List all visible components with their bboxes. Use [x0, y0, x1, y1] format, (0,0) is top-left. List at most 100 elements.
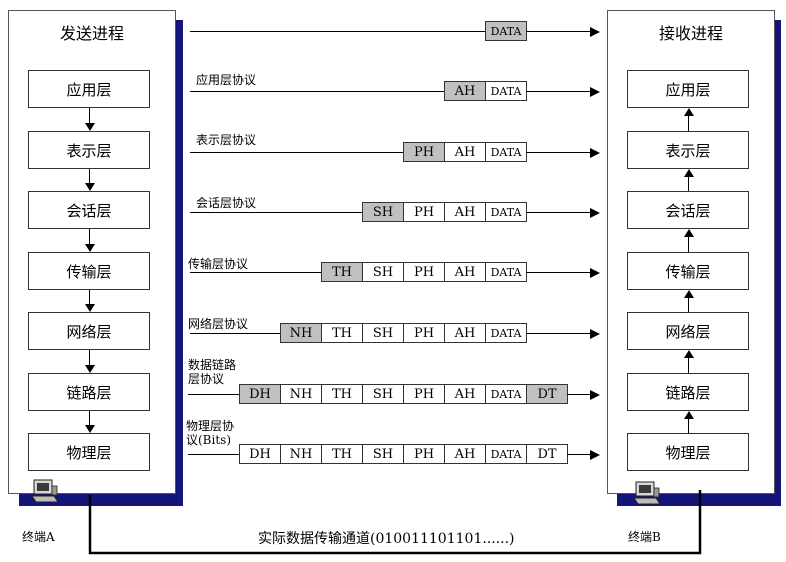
- arrow-right-icon: [590, 27, 600, 37]
- arrow-up-icon: [684, 290, 694, 298]
- header-cell-dt: DT: [526, 384, 568, 404]
- header-cell-data: DATA: [485, 323, 527, 343]
- protocol-line: [190, 91, 444, 92]
- receiver-layer-connector: [688, 115, 689, 131]
- protocol-label: 应用层协议: [196, 73, 257, 87]
- protocol-line: [526, 333, 592, 334]
- sender-layer-6: 物理层: [28, 433, 150, 471]
- arrow-right-icon: [590, 450, 600, 460]
- header-cell-sh: SH: [362, 384, 404, 404]
- protocol-line: [567, 394, 592, 395]
- receiver-layer-connector: [688, 297, 689, 312]
- header-cell-data: DATA: [485, 444, 527, 464]
- arrow-down-icon: [85, 244, 95, 252]
- protocol-line: [190, 212, 362, 213]
- header-cell-ph: PH: [403, 323, 445, 343]
- receiver-layer-2: 会话层: [627, 191, 749, 229]
- header-cell-dt: DT: [526, 444, 568, 464]
- receiver-layer-connector: [688, 357, 689, 373]
- arrow-up-icon: [684, 229, 694, 237]
- arrow-right-icon: [590, 148, 600, 158]
- arrow-right-icon: [590, 268, 600, 278]
- sender-layer-connector: [89, 350, 90, 366]
- arrow-down-icon: [85, 425, 95, 433]
- protocol-line: [190, 333, 280, 334]
- header-cell-data: DATA: [485, 142, 527, 162]
- sender-layer-5: 链路层: [28, 373, 150, 411]
- sender-layer-connector: [89, 411, 90, 426]
- sender-layer-0: 应用层: [28, 70, 150, 108]
- header-cell-ah: AH: [444, 384, 486, 404]
- computer-icon: [633, 481, 661, 505]
- header-cell-ph: PH: [403, 142, 445, 162]
- header-cell-data: DATA: [485, 81, 527, 101]
- protocol-label: 会话层协议: [196, 196, 257, 210]
- header-cell-sh: SH: [362, 323, 404, 343]
- header-cell-data: DATA: [485, 202, 527, 222]
- arrow-up-icon: [684, 108, 694, 116]
- protocol-label: 表示层协议: [196, 133, 257, 147]
- protocol-line: [567, 454, 592, 455]
- header-cell-nh: NH: [280, 323, 322, 343]
- receiver-layer-0: 应用层: [627, 70, 749, 108]
- sender-layer-1: 表示层: [28, 131, 150, 169]
- header-cell-ah: AH: [444, 202, 486, 222]
- arrow-up-icon: [684, 350, 694, 358]
- header-cell-data: DATA: [485, 384, 527, 404]
- protocol-line: [190, 31, 485, 32]
- header-cell-nh: NH: [280, 444, 322, 464]
- header-cell-ah: AH: [444, 81, 486, 101]
- protocol-line: [526, 152, 592, 153]
- receiver-title: 接收进程: [658, 24, 723, 43]
- header-cell-ah: AH: [444, 323, 486, 343]
- header-cell-ah: AH: [444, 142, 486, 162]
- protocol-line: [526, 272, 592, 273]
- header-cell-dh: DH: [239, 384, 281, 404]
- header-cell-data: DATA: [485, 262, 527, 282]
- header-cell-ph: PH: [403, 202, 445, 222]
- receiver-layer-6: 物理层: [627, 433, 749, 471]
- arrow-up-icon: [684, 411, 694, 419]
- protocol-label: 网络层协议: [188, 317, 249, 331]
- receiver-layer-5: 链路层: [627, 373, 749, 411]
- header-cell-data: DATA: [485, 21, 527, 41]
- protocol-label: 数据链路 层协议: [188, 358, 237, 386]
- protocol-line: [190, 152, 403, 153]
- header-cell-th: TH: [321, 444, 363, 464]
- arrow-right-icon: [590, 208, 600, 218]
- receiver-layer-3: 传输层: [627, 252, 749, 290]
- arrow-right-icon: [590, 329, 600, 339]
- receiver-layer-connector: [688, 236, 689, 252]
- receiver-layer-1: 表示层: [627, 131, 749, 169]
- receiver-layer-4: 网络层: [627, 312, 749, 350]
- terminal-b-label: 终端B: [628, 530, 661, 544]
- sender-layer-connector: [89, 290, 90, 305]
- protocol-line: [190, 272, 321, 273]
- arrow-up-icon: [684, 169, 694, 177]
- protocol-line: [188, 454, 239, 455]
- sender-layer-4: 网络层: [28, 312, 150, 350]
- sender-layer-connector: [89, 229, 90, 245]
- protocol-line: [526, 31, 592, 32]
- arrow-down-icon: [85, 365, 95, 373]
- arrow-down-icon: [85, 123, 95, 131]
- sender-layer-connector: [89, 169, 90, 184]
- terminal-a-label: 终端A: [22, 530, 55, 544]
- channel-label: 实际数据传输通道(010011101101......): [256, 528, 517, 548]
- protocol-line: [526, 212, 592, 213]
- header-cell-sh: SH: [362, 202, 404, 222]
- protocol-line: [526, 91, 592, 92]
- protocol-label: 传输层协议: [188, 257, 249, 271]
- header-cell-dh: DH: [239, 444, 281, 464]
- arrow-down-icon: [85, 183, 95, 191]
- arrow-down-icon: [85, 304, 95, 312]
- sender-layer-3: 传输层: [28, 252, 150, 290]
- header-cell-ph: PH: [403, 444, 445, 464]
- header-cell-nh: NH: [280, 384, 322, 404]
- computer-icon: [31, 479, 59, 503]
- receiver-layer-connector: [688, 176, 689, 191]
- arrow-right-icon: [590, 87, 600, 97]
- protocol-label: 物理层协 议(Bits): [186, 419, 235, 447]
- receiver-layer-connector: [688, 418, 689, 433]
